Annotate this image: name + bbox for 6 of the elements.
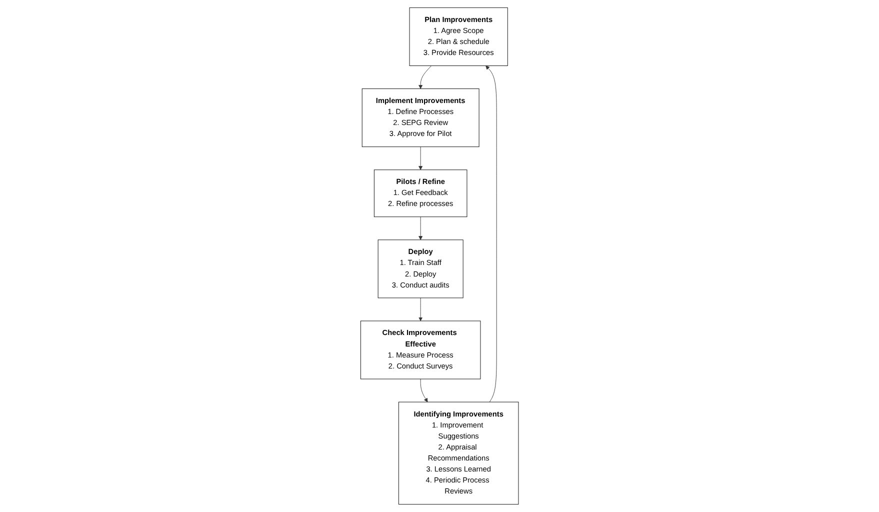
node-box: [378, 240, 464, 298]
node-box: [374, 170, 468, 218]
node-box: [409, 7, 508, 66]
node-box: [360, 320, 481, 380]
node-box: [398, 402, 519, 505]
node-box: [362, 88, 480, 148]
